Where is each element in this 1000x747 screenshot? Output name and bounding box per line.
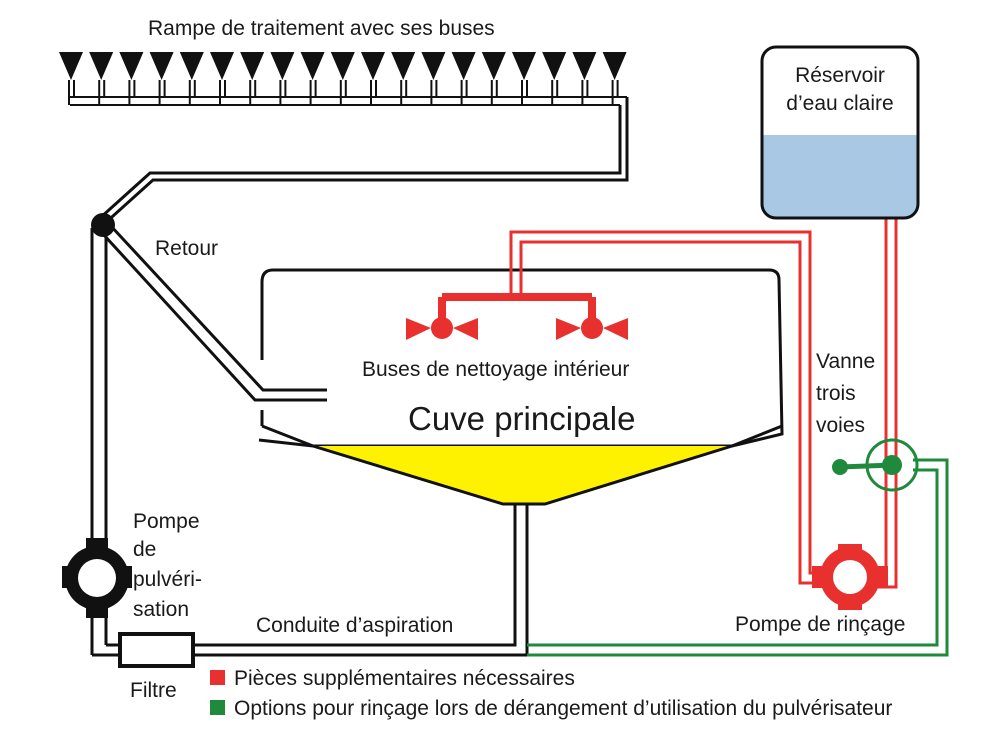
red-circuit: [406, 217, 898, 610]
black-circuit: Retour: [62, 213, 529, 668]
boom-nozzles: [59, 52, 627, 105]
cleaning-nozzle-left: [406, 317, 478, 340]
legend-swatch-green: [210, 700, 225, 715]
spray-pump: [62, 538, 132, 618]
label-reservoir-l1: Réservoir: [795, 64, 885, 87]
green-circuit: Vanne trois voies: [527, 350, 949, 657]
boom-nozzle: [59, 52, 83, 105]
boom-nozzle: [300, 52, 325, 105]
clean-water-reservoir: Réservoir d’eau claire: [760, 45, 920, 220]
label-pompe-pulv-l2: de: [133, 538, 156, 561]
boom-nozzle: [421, 52, 446, 105]
boom-nozzle: [149, 52, 174, 105]
filter: [118, 632, 195, 668]
boom-nozzle: [481, 52, 506, 105]
boom-return-pipe: [101, 97, 629, 227]
label-vanne-l2: trois: [816, 382, 856, 405]
boom-nozzle: [270, 52, 295, 105]
label-pompe-rincage: Pompe de rinçage: [735, 613, 905, 636]
label-filtre: Filtre: [130, 679, 177, 702]
label-retour: Retour: [155, 237, 218, 260]
boom-nozzle: [542, 52, 567, 105]
boom-nozzle: [572, 52, 597, 105]
boom-nozzle: [210, 52, 234, 105]
return-pipe: [108, 223, 327, 392]
boom-nozzle: [361, 52, 385, 105]
boom-nozzle: [179, 52, 204, 105]
label-conduite: Conduite d’aspiration: [256, 614, 453, 637]
label-pompe-pulv-l4: sation: [133, 598, 189, 621]
label-buses-nettoyage: Buses de nettoyage intérieur: [362, 358, 629, 381]
label-vanne-l3: voies: [816, 414, 865, 437]
boom-nozzle: [330, 52, 355, 105]
valve-handle: [832, 459, 848, 475]
label-pompe-pulv-l1: Pompe: [133, 510, 200, 533]
legend-text-red: Pièces supplémentaires nécessaires: [234, 667, 575, 690]
boom-nozzle: [512, 52, 536, 105]
legend-swatch-red: [210, 670, 225, 685]
boom-nozzle: [89, 52, 114, 105]
main-tank: Buses de nettoyage intérieur Cuve princi…: [258, 268, 784, 506]
spray-boom: Rampe de traitement avec ses buses: [59, 17, 629, 227]
legend: Pièces supplémentaires nécessaires Optio…: [210, 667, 892, 720]
boom-nozzle: [602, 52, 627, 105]
label-rampe: Rampe de traitement avec ses buses: [148, 17, 495, 40]
boom-nozzle: [451, 52, 476, 105]
boom-nozzle: [119, 52, 144, 105]
cleaning-nozzle-right: [556, 317, 628, 340]
three-way-valve: [832, 438, 919, 492]
boom-nozzle: [391, 52, 416, 105]
label-vanne-l1: Vanne: [816, 350, 875, 373]
boom-nozzle: [240, 52, 265, 105]
tank-liquid: [313, 446, 732, 504]
legend-text-green: Options pour rinçage lors de dérangement…: [234, 697, 892, 720]
green-pipe: [527, 468, 939, 647]
label-reservoir-l2: d’eau claire: [786, 92, 893, 115]
label-pompe-pulv-l3: pulvéri-: [133, 568, 202, 591]
label-cuve: Cuve principale: [408, 400, 635, 437]
junction-node: [91, 213, 115, 237]
